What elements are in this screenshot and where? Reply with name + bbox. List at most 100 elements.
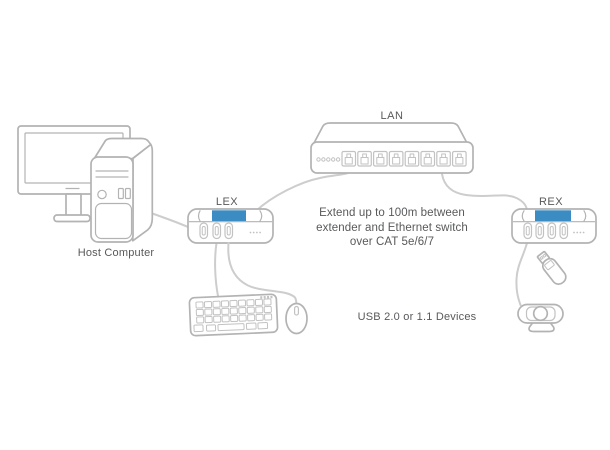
led-dot: [331, 157, 336, 162]
status-dots: [573, 231, 585, 234]
key: [263, 298, 272, 306]
led-dot: [321, 157, 326, 162]
usb-flash-drive-icon: [536, 250, 567, 285]
key: [238, 306, 247, 315]
spacebar-key: [217, 323, 245, 332]
cable-host-to-lex: [150, 212, 189, 228]
tower-top-face: [93, 137, 152, 160]
key: [229, 307, 238, 315]
cable-lex-to-lan: [255, 172, 349, 212]
rj45-port: [404, 150, 420, 167]
key: [195, 308, 204, 317]
key: [238, 314, 247, 322]
keyboard-icon: [188, 293, 279, 337]
cable-lex-to-keyboard: [214, 242, 219, 297]
computer-tower-icon: [90, 137, 154, 243]
usb-port: [535, 222, 545, 240]
rj45-port: [373, 150, 388, 167]
monitor-stand: [65, 193, 82, 217]
scroll-wheel: [294, 305, 300, 316]
switch-led-row: [316, 157, 341, 162]
tower-usb-port: [124, 187, 131, 200]
cables: [150, 172, 528, 306]
key: [212, 308, 221, 316]
rex-band-cap: [521, 210, 525, 222]
tower-side-face: [131, 143, 154, 242]
mouse-icon: [285, 302, 308, 335]
lex-extender-icon: [187, 208, 274, 244]
blue-stripe: [535, 210, 571, 222]
usb-port: [212, 222, 222, 240]
cable-rex-to-webcam: [515, 242, 528, 306]
ethernet-switch-icon: [310, 122, 474, 174]
usb-port: [523, 222, 533, 240]
key: [196, 316, 205, 324]
usb-port: [547, 222, 557, 240]
led-dot: [316, 157, 321, 162]
status-dots: [249, 231, 261, 234]
switch-top-face: [313, 122, 468, 144]
usb-drive-window: [544, 260, 555, 271]
power-button-icon: [97, 189, 107, 200]
key: [193, 324, 204, 333]
rj45-port: [341, 150, 357, 167]
extend-note-line: Extend up to 100m between: [319, 207, 465, 219]
key: [230, 314, 239, 323]
rex-extender-icon: [511, 208, 597, 244]
usb-port: [199, 222, 209, 240]
key: [195, 301, 204, 309]
lan-label: LAN: [380, 110, 404, 122]
blue-stripe: [212, 210, 246, 222]
key: [257, 322, 269, 330]
key: [204, 315, 213, 324]
rj45-port: [452, 150, 467, 167]
tower-usb-port: [117, 187, 124, 200]
rj45-port: [388, 150, 404, 167]
tower-front-face: [90, 156, 134, 243]
key: [237, 299, 247, 307]
key: [264, 313, 273, 321]
usb-devices-note: USB 2.0 or 1.1 Devices: [357, 311, 477, 323]
extend-note-line: over CAT 5e/6/7: [349, 236, 435, 248]
extend-note: Extend up to 100m between extender and E…: [292, 206, 492, 250]
webcam-icon: [517, 303, 564, 333]
key: [245, 322, 257, 330]
lex-band-cap: [259, 210, 263, 222]
keyboard-indicator-lights: [260, 295, 273, 299]
key: [203, 300, 213, 309]
key: [246, 306, 255, 314]
cable-lan-to-rex: [441, 173, 528, 211]
rj45-port: [420, 150, 436, 167]
led-dot: [326, 157, 331, 162]
usb-connector-hole: [539, 255, 544, 260]
key: [220, 300, 230, 308]
webcam-lens: [532, 305, 549, 322]
key: [204, 308, 213, 316]
key: [221, 307, 230, 315]
key: [246, 299, 255, 307]
lex-band-cap: [197, 210, 201, 222]
usb-drive-body: [541, 257, 567, 285]
cable-lex-to-mouse: [227, 242, 298, 305]
key: [221, 315, 230, 323]
rex-band-cap: [583, 210, 587, 222]
tower-front-panel: [94, 202, 133, 240]
usb-connector-hole: [542, 253, 547, 258]
key: [255, 306, 264, 314]
monitor-base: [53, 214, 91, 223]
key: [247, 314, 256, 322]
key: [213, 315, 222, 323]
mouse-body: [285, 302, 308, 335]
key: [205, 324, 217, 332]
rj45-port: [436, 150, 451, 167]
lex-label: LEX: [215, 196, 239, 208]
extend-note-line: extender and Ethernet switch: [316, 221, 468, 234]
rex-label: REX: [538, 196, 564, 208]
usb-port: [559, 222, 569, 240]
key: [229, 299, 238, 308]
key-rows: [193, 298, 273, 333]
led-dot: [335, 157, 341, 162]
host-computer-label: Host Computer: [77, 247, 155, 259]
